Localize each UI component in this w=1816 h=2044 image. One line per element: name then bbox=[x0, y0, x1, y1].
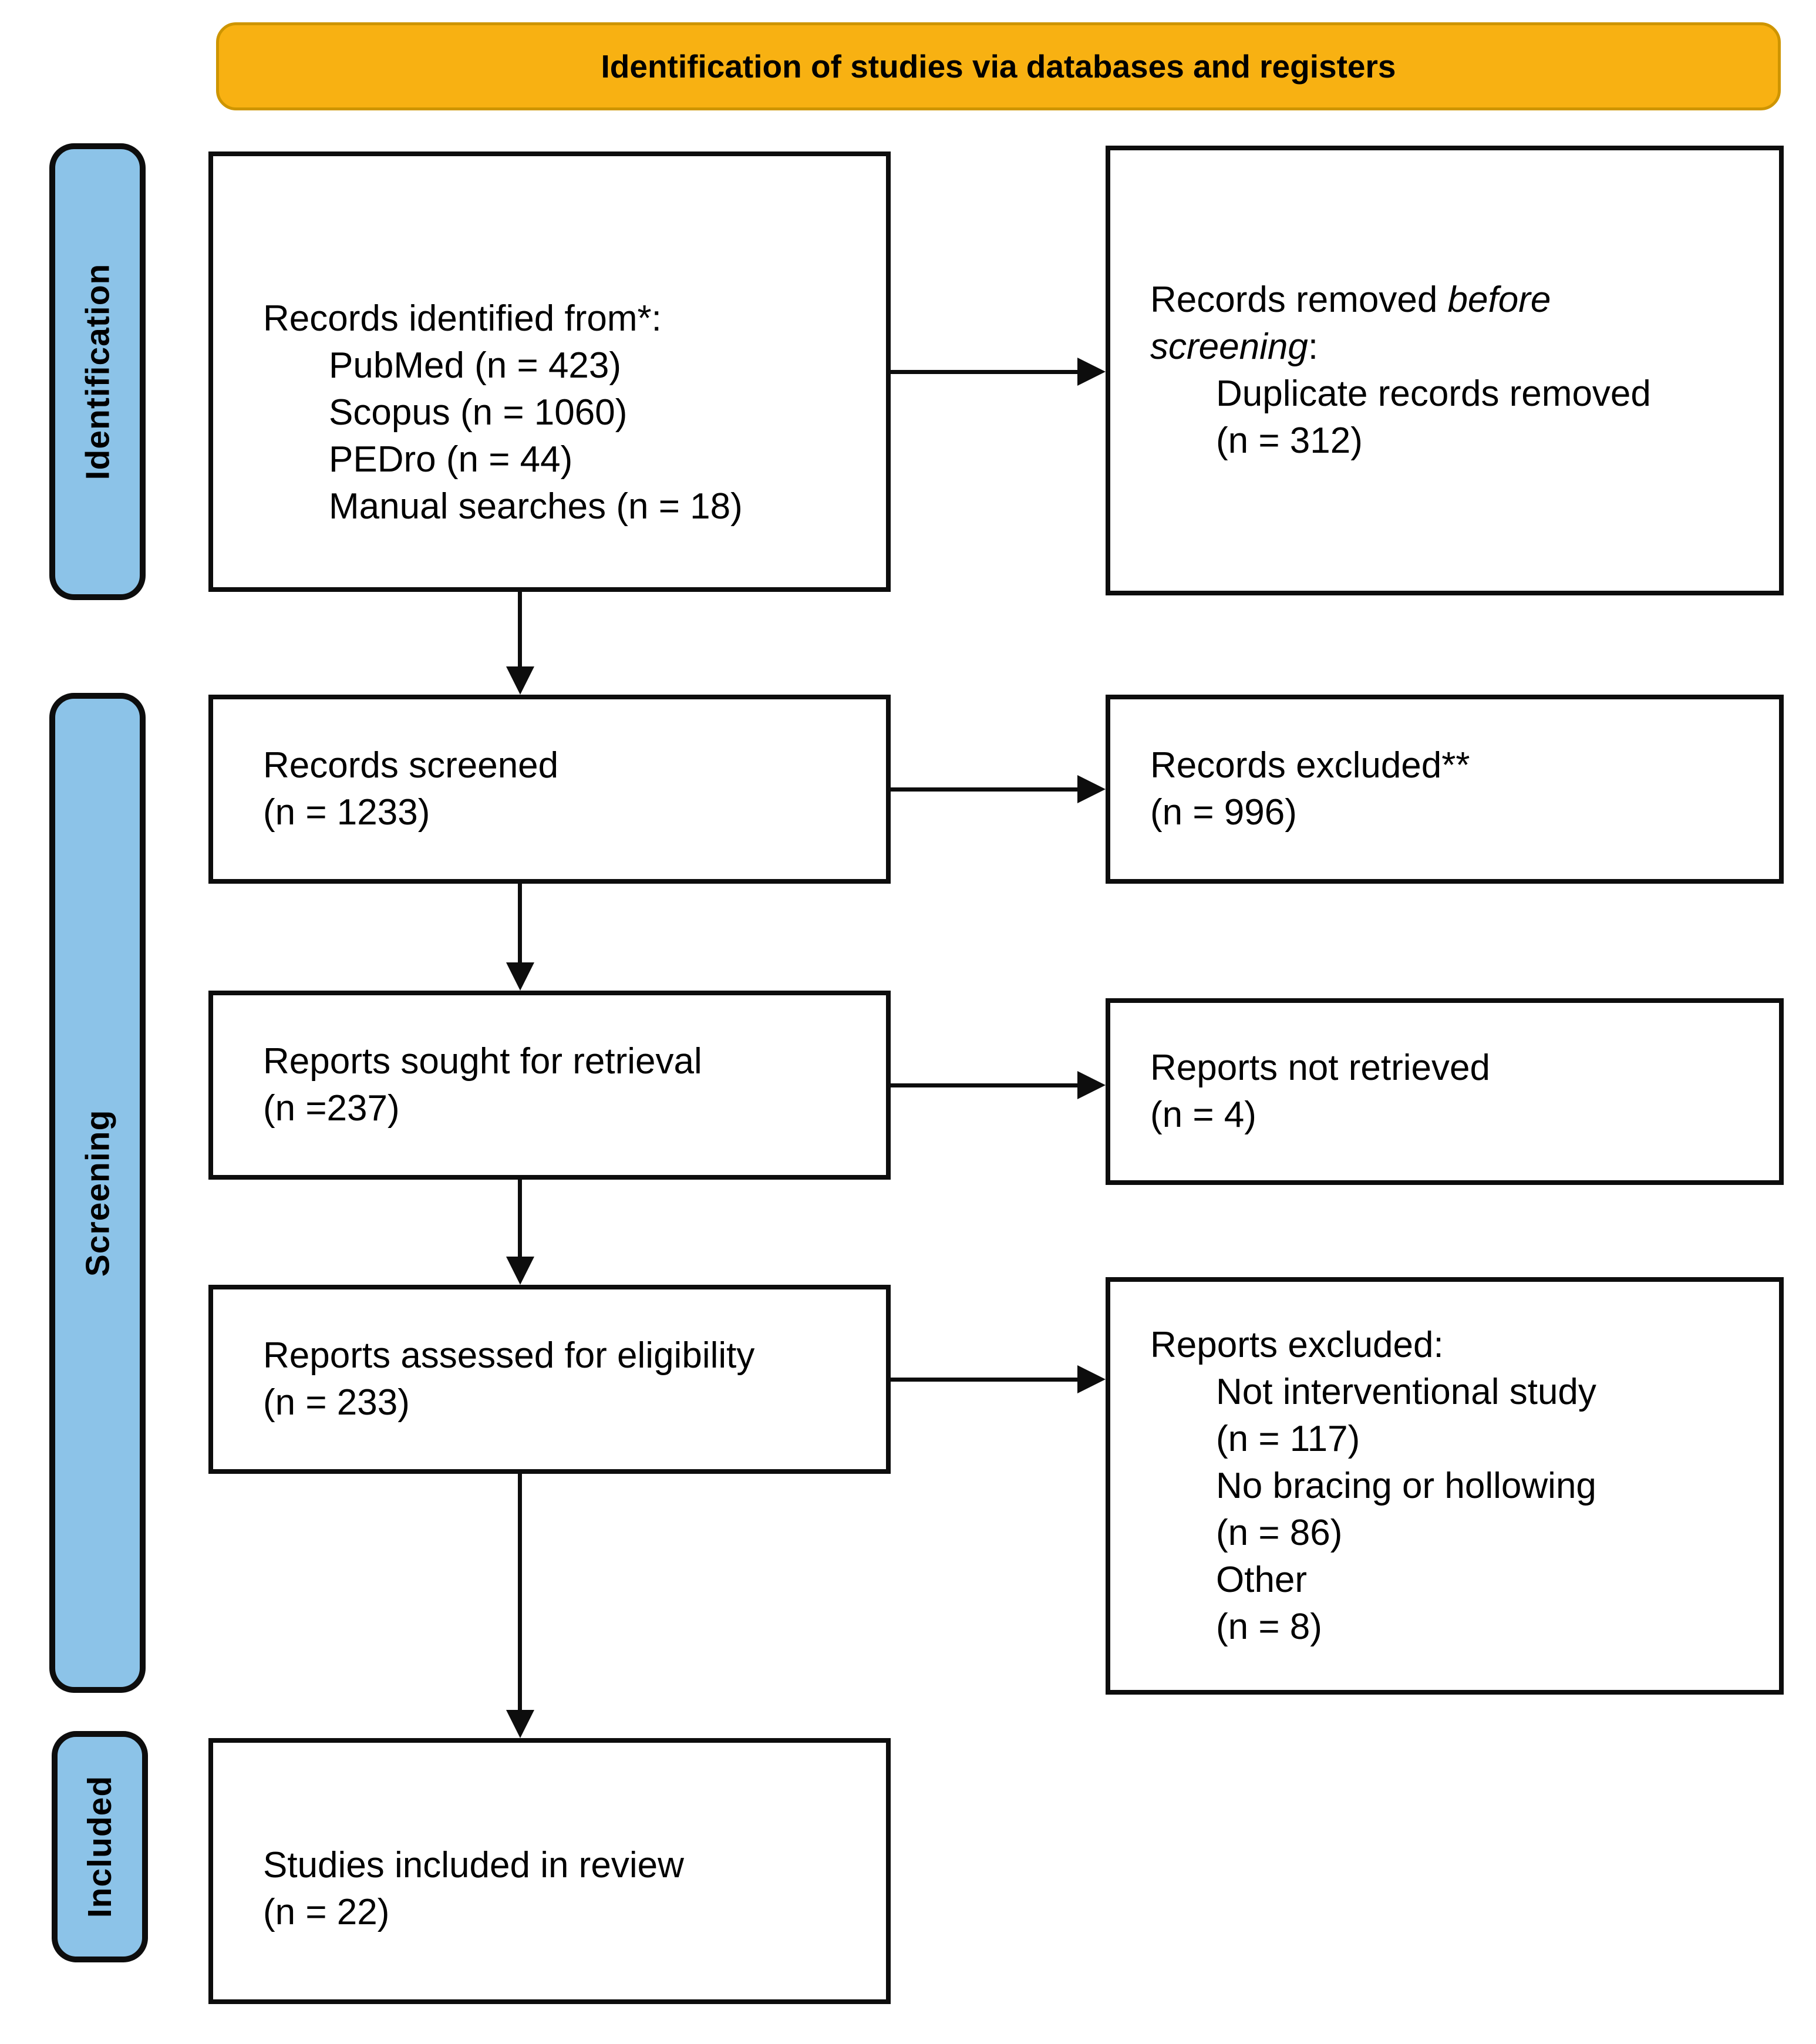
box-text-line: (n = 86) bbox=[1216, 1512, 1343, 1553]
box-title: Reports excluded: bbox=[1150, 1324, 1444, 1365]
box-text-line: No bracing or hollowing bbox=[1216, 1465, 1596, 1506]
flow-box-records-excluded: Records excluded** (n = 996) bbox=[1106, 695, 1784, 884]
box-text-line: (n = 233) bbox=[263, 1382, 410, 1423]
stage-label-included: Included bbox=[52, 1731, 148, 1962]
box-title-line1: Records removed before bbox=[1150, 280, 1551, 320]
box-line-list: Studies included in review (n = 22) bbox=[263, 1842, 862, 1936]
header-title: Identification of studies via databases … bbox=[601, 48, 1396, 85]
box-line-list: Reports sought for retrieval (n =237) bbox=[263, 1038, 862, 1132]
arrow-down-identified-to-screened-line bbox=[518, 592, 522, 668]
box-line-list: Records excluded** (n = 996) bbox=[1150, 742, 1761, 836]
arrow-right-screened-to-excluded-line bbox=[891, 787, 1077, 792]
arrow-down-sought-to-assessed-head bbox=[506, 1257, 534, 1285]
arrow-down-assessed-to-included-line bbox=[518, 1474, 522, 1711]
flow-box-reports-assessed: Reports assessed for eligibility (n = 233… bbox=[208, 1285, 891, 1474]
flow-box-reports-excluded: Reports excluded: Not interventional stu… bbox=[1106, 1277, 1784, 1695]
italic-text: before bbox=[1447, 280, 1551, 320]
stage-label-identification: Identification bbox=[49, 143, 146, 600]
arrow-down-screened-to-sought-line bbox=[518, 884, 522, 964]
stage-label-screening: Screening bbox=[49, 693, 146, 1693]
arrow-down-identified-to-screened-head bbox=[506, 666, 534, 695]
arrow-down-assessed-to-included-head bbox=[506, 1710, 534, 1738]
box-text-line: Not interventional study bbox=[1216, 1371, 1596, 1412]
box-text-line: PEDro (n = 44) bbox=[329, 439, 573, 480]
box-text-line: Records excluded** bbox=[1150, 745, 1470, 786]
box-text-line: (n =237) bbox=[263, 1088, 400, 1129]
stage-label-text: Identification bbox=[79, 263, 117, 480]
italic-text: screening bbox=[1150, 326, 1308, 367]
box-text-line: Reports assessed for eligibility bbox=[263, 1335, 755, 1376]
arrow-right-identified-to-removed-line bbox=[891, 370, 1077, 374]
flow-box-reports-sought: Reports sought for retrieval (n =237) bbox=[208, 991, 891, 1180]
box-text-line: Scopus (n = 1060) bbox=[329, 392, 628, 433]
box-text-line: Duplicate records removed bbox=[1216, 373, 1651, 414]
flow-box-reports-not-retrieved: Reports not retrieved (n = 4) bbox=[1106, 998, 1784, 1185]
box-text-line: Reports sought for retrieval bbox=[263, 1041, 702, 1082]
box-text-line: Reports not retrieved bbox=[1150, 1048, 1490, 1088]
flow-box-studies-included: Studies included in review (n = 22) bbox=[208, 1738, 891, 2004]
arrow-right-identified-to-removed-head bbox=[1077, 358, 1106, 386]
arrow-right-assessed-to-excluded-head bbox=[1077, 1365, 1106, 1393]
box-text-line: (n = 22) bbox=[263, 1891, 390, 1932]
header-banner: Identification of studies via databases … bbox=[216, 22, 1781, 110]
box-text-line: Manual searches (n = 18) bbox=[329, 486, 743, 527]
box-text-line: (n = 117) bbox=[1216, 1418, 1360, 1459]
box-text-line: PubMed (n = 423) bbox=[329, 345, 622, 386]
arrow-right-assessed-to-excluded-line bbox=[891, 1378, 1077, 1382]
box-text-line: (n = 996) bbox=[1150, 792, 1297, 833]
arrow-down-sought-to-assessed-line bbox=[518, 1180, 522, 1258]
box-text-line: Other bbox=[1216, 1559, 1308, 1600]
stage-label-text: Screening bbox=[79, 1109, 116, 1277]
flow-box-records-screened: Records screened (n = 1233) bbox=[208, 695, 891, 884]
box-line-list: Reports assessed for eligibility (n = 233… bbox=[263, 1332, 862, 1426]
arrow-right-sought-to-not-retrieved-head bbox=[1077, 1071, 1106, 1099]
box-title-line2: screening: bbox=[1150, 326, 1319, 367]
box-item-list: PubMed (n = 423) Scopus (n = 1060) PEDro (… bbox=[263, 342, 862, 530]
box-text-line: (n = 4) bbox=[1150, 1095, 1256, 1135]
box-text-line: (n = 8) bbox=[1216, 1606, 1322, 1647]
box-title: Records identified from*: bbox=[263, 298, 662, 339]
flow-box-records-removed: Records removed before screening: Duplic… bbox=[1106, 146, 1784, 595]
box-line-list: Reports not retrieved (n = 4) bbox=[1150, 1045, 1761, 1139]
box-item-list: Duplicate records removed (n = 312) bbox=[1150, 371, 1761, 464]
box-text-line: (n = 1233) bbox=[263, 792, 430, 833]
box-text-line: Studies included in review bbox=[263, 1844, 684, 1885]
stage-label-text: Included bbox=[81, 1775, 119, 1918]
box-line-list: Records screened (n = 1233) bbox=[263, 742, 862, 836]
flow-box-records-identified: Records identified from*: PubMed (n = 42… bbox=[208, 151, 891, 592]
arrow-down-screened-to-sought-head bbox=[506, 962, 534, 991]
box-text-line: Records screened bbox=[263, 745, 559, 786]
arrow-right-screened-to-excluded-head bbox=[1077, 775, 1106, 803]
box-text-line: (n = 312) bbox=[1216, 420, 1363, 461]
box-item-list: Not interventional study (n = 117) No brac… bbox=[1150, 1369, 1761, 1651]
arrow-right-sought-to-not-retrieved-line bbox=[891, 1083, 1077, 1087]
